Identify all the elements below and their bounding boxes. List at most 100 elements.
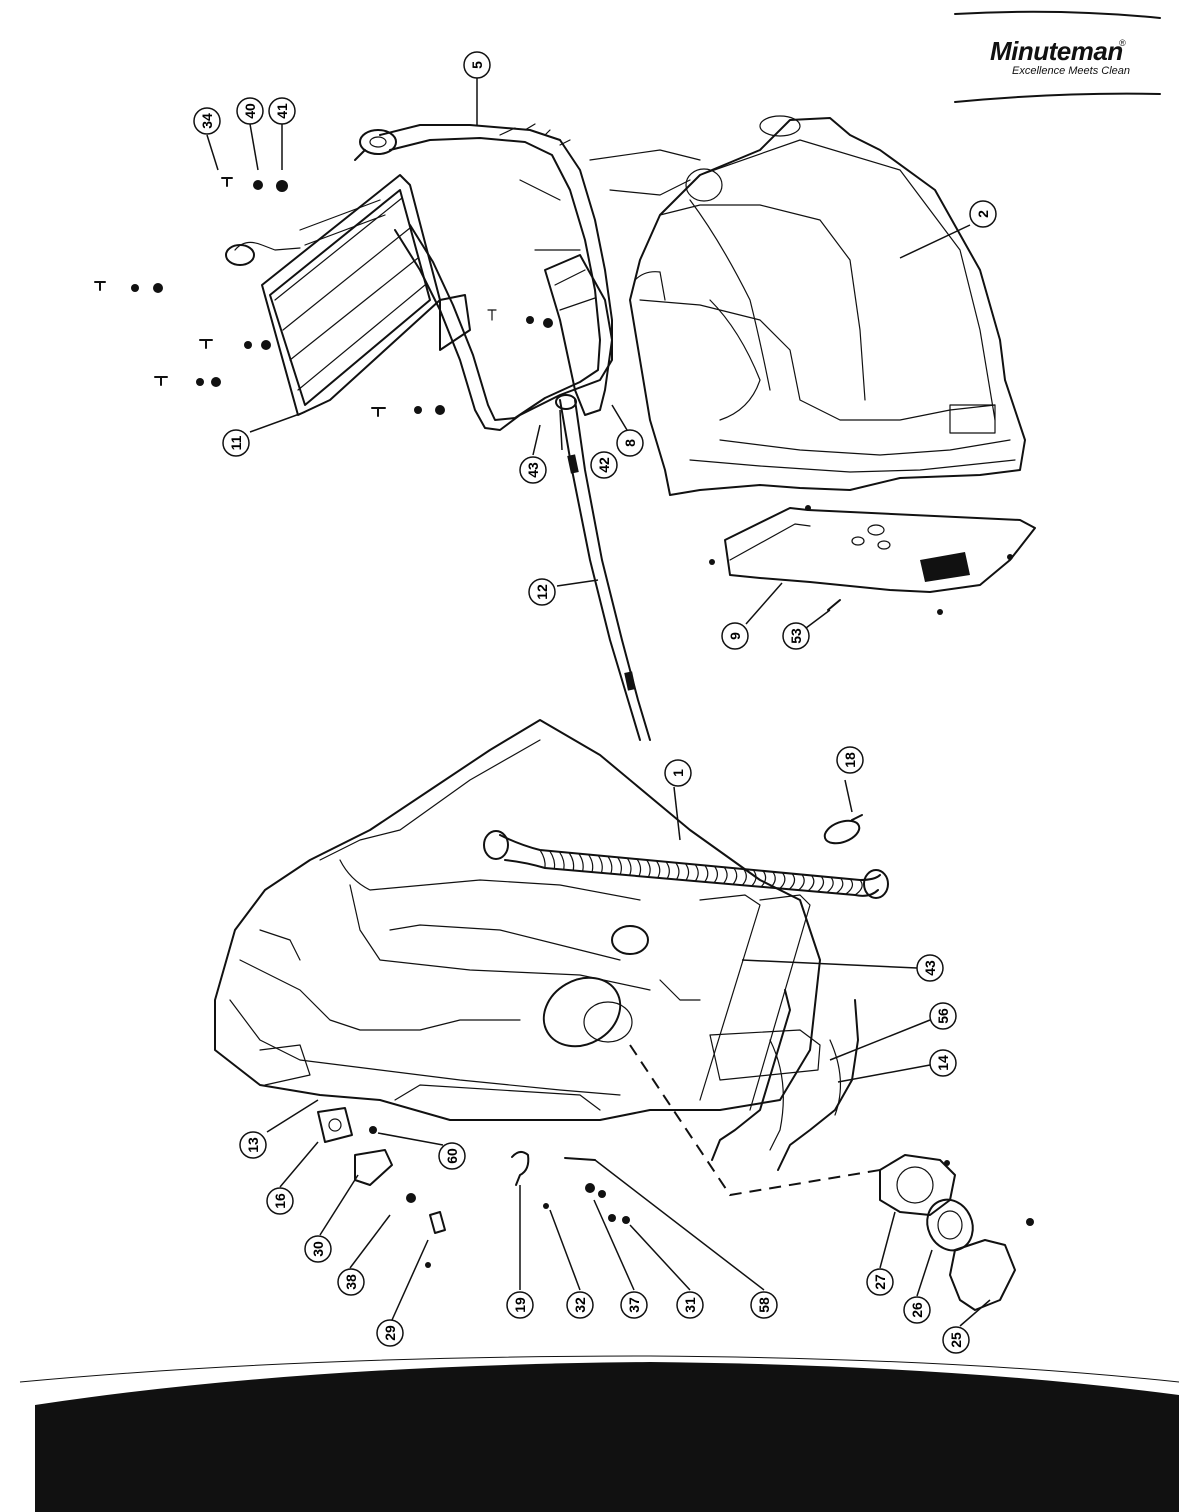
- callout-41: 41: [268, 97, 296, 125]
- callout-34: 34: [193, 107, 221, 135]
- hose-rib: [675, 862, 680, 881]
- hose-rib: [684, 863, 690, 881]
- callout-label: 8: [622, 439, 638, 447]
- clamp-drawing: [823, 814, 863, 845]
- callout-label: 30: [310, 1241, 326, 1257]
- control-panel-drawing: [225, 174, 471, 416]
- hose-rib: [751, 869, 757, 887]
- callout-19: 19: [506, 1291, 534, 1319]
- hose-rib: [578, 853, 584, 872]
- callout-label: 41: [274, 103, 290, 119]
- hose-rib: [722, 866, 728, 885]
- hose-rib: [587, 853, 594, 873]
- callout-label: 56: [935, 1008, 951, 1024]
- base-tank-drawing: [214, 719, 821, 1121]
- hose-rib: [807, 874, 815, 892]
- callout-37: 37: [620, 1291, 648, 1319]
- hose-rib: [713, 865, 719, 884]
- callout-60: 60: [438, 1142, 466, 1170]
- callout-label: 16: [272, 1193, 288, 1209]
- callout-label: 38: [343, 1274, 359, 1290]
- callout-1: 1: [664, 759, 692, 787]
- hose-rib: [769, 871, 776, 889]
- hose-rib: [741, 868, 747, 886]
- callout-label: 29: [382, 1325, 398, 1341]
- hose-rib: [539, 849, 546, 869]
- callout-label: 53: [788, 628, 804, 644]
- callout-31: 31: [676, 1291, 704, 1319]
- callout-27: 27: [866, 1268, 894, 1296]
- bracket-drawing: [544, 254, 613, 416]
- hose-rib: [607, 855, 613, 875]
- callout-label: 9: [727, 632, 743, 640]
- callout-53: 53: [782, 622, 810, 650]
- callout-14: 14: [929, 1049, 957, 1077]
- hose-rib: [665, 861, 670, 880]
- hose-rib: [845, 878, 854, 895]
- callout-12: 12: [528, 578, 556, 606]
- callout-5: 5: [463, 51, 491, 79]
- motor-assembly-drawing: [879, 1154, 1034, 1311]
- callout-2: 2: [969, 200, 997, 228]
- cable-rod-drawing: [555, 394, 651, 741]
- callout-label: 14: [935, 1055, 951, 1071]
- registered-mark: ®: [1119, 38, 1126, 48]
- hose-rib: [568, 852, 575, 872]
- hose-rib: [636, 858, 642, 877]
- footer-swoosh-highlight: [19, 1355, 1179, 1383]
- callout-9: 9: [721, 622, 749, 650]
- callout-label: 42: [596, 457, 612, 473]
- leader-lines: [206, 78, 991, 1327]
- callout-42: 42: [590, 451, 618, 479]
- callout-label: 18: [842, 752, 858, 768]
- handle-frame-drawing: [354, 123, 701, 431]
- hose-rib: [694, 863, 699, 882]
- brand-logo: Minuteman ® Excellence Meets Clean: [954, 10, 1161, 103]
- hose-rib: [597, 854, 603, 874]
- hose-rib: [616, 856, 622, 876]
- hose-rib: [779, 872, 786, 890]
- hose-rib: [646, 859, 651, 878]
- callout-32: 32: [566, 1291, 594, 1319]
- dashed-leader-line: [629, 1044, 881, 1197]
- callout-30: 30: [304, 1235, 332, 1263]
- callout-label: 37: [626, 1297, 642, 1313]
- callout-label: 5: [469, 61, 485, 69]
- callout-label: 2: [975, 210, 991, 218]
- callout-label: 32: [572, 1297, 588, 1313]
- callout-43-upper: 43: [519, 456, 547, 484]
- callout-16: 16: [266, 1187, 294, 1215]
- straps-drawing: [711, 989, 859, 1171]
- callout-label: 26: [909, 1302, 925, 1318]
- callout-label: 19: [512, 1297, 528, 1313]
- callout-26: 26: [903, 1296, 931, 1324]
- bottom-plate-drawing: [709, 505, 1036, 615]
- callouts: 5 34 40 41 2 11 43 42 8 12 9 53 1 18 43 …: [193, 51, 997, 1354]
- callout-56: 56: [929, 1002, 957, 1030]
- upper-hardware-drawing: [94, 177, 553, 417]
- callout-29: 29: [376, 1319, 404, 1347]
- hose-rib: [704, 864, 709, 883]
- recovery-tank-drawing: [629, 115, 1026, 496]
- hose-rib: [816, 875, 825, 893]
- callout-58: 58: [750, 1291, 778, 1319]
- hose-rib: [626, 857, 632, 876]
- callout-11: 11: [222, 429, 250, 457]
- callout-13: 13: [239, 1131, 267, 1159]
- hose-rib: [760, 870, 767, 888]
- callout-38: 38: [337, 1268, 365, 1296]
- footer-swoosh: [35, 1362, 1179, 1512]
- callout-label: 43: [922, 960, 938, 976]
- hose-rib: [788, 873, 796, 890]
- hose-rib: [826, 876, 834, 894]
- callout-label: 34: [199, 113, 215, 129]
- callout-18: 18: [836, 746, 864, 774]
- callout-43-lower: 43: [916, 954, 944, 982]
- callout-label: 25: [948, 1332, 964, 1348]
- callout-label: 1: [670, 769, 686, 777]
- callout-25: 25: [942, 1326, 970, 1354]
- callout-label: 60: [444, 1148, 460, 1164]
- callout-label: 27: [872, 1274, 888, 1290]
- callout-8: 8: [616, 429, 644, 457]
